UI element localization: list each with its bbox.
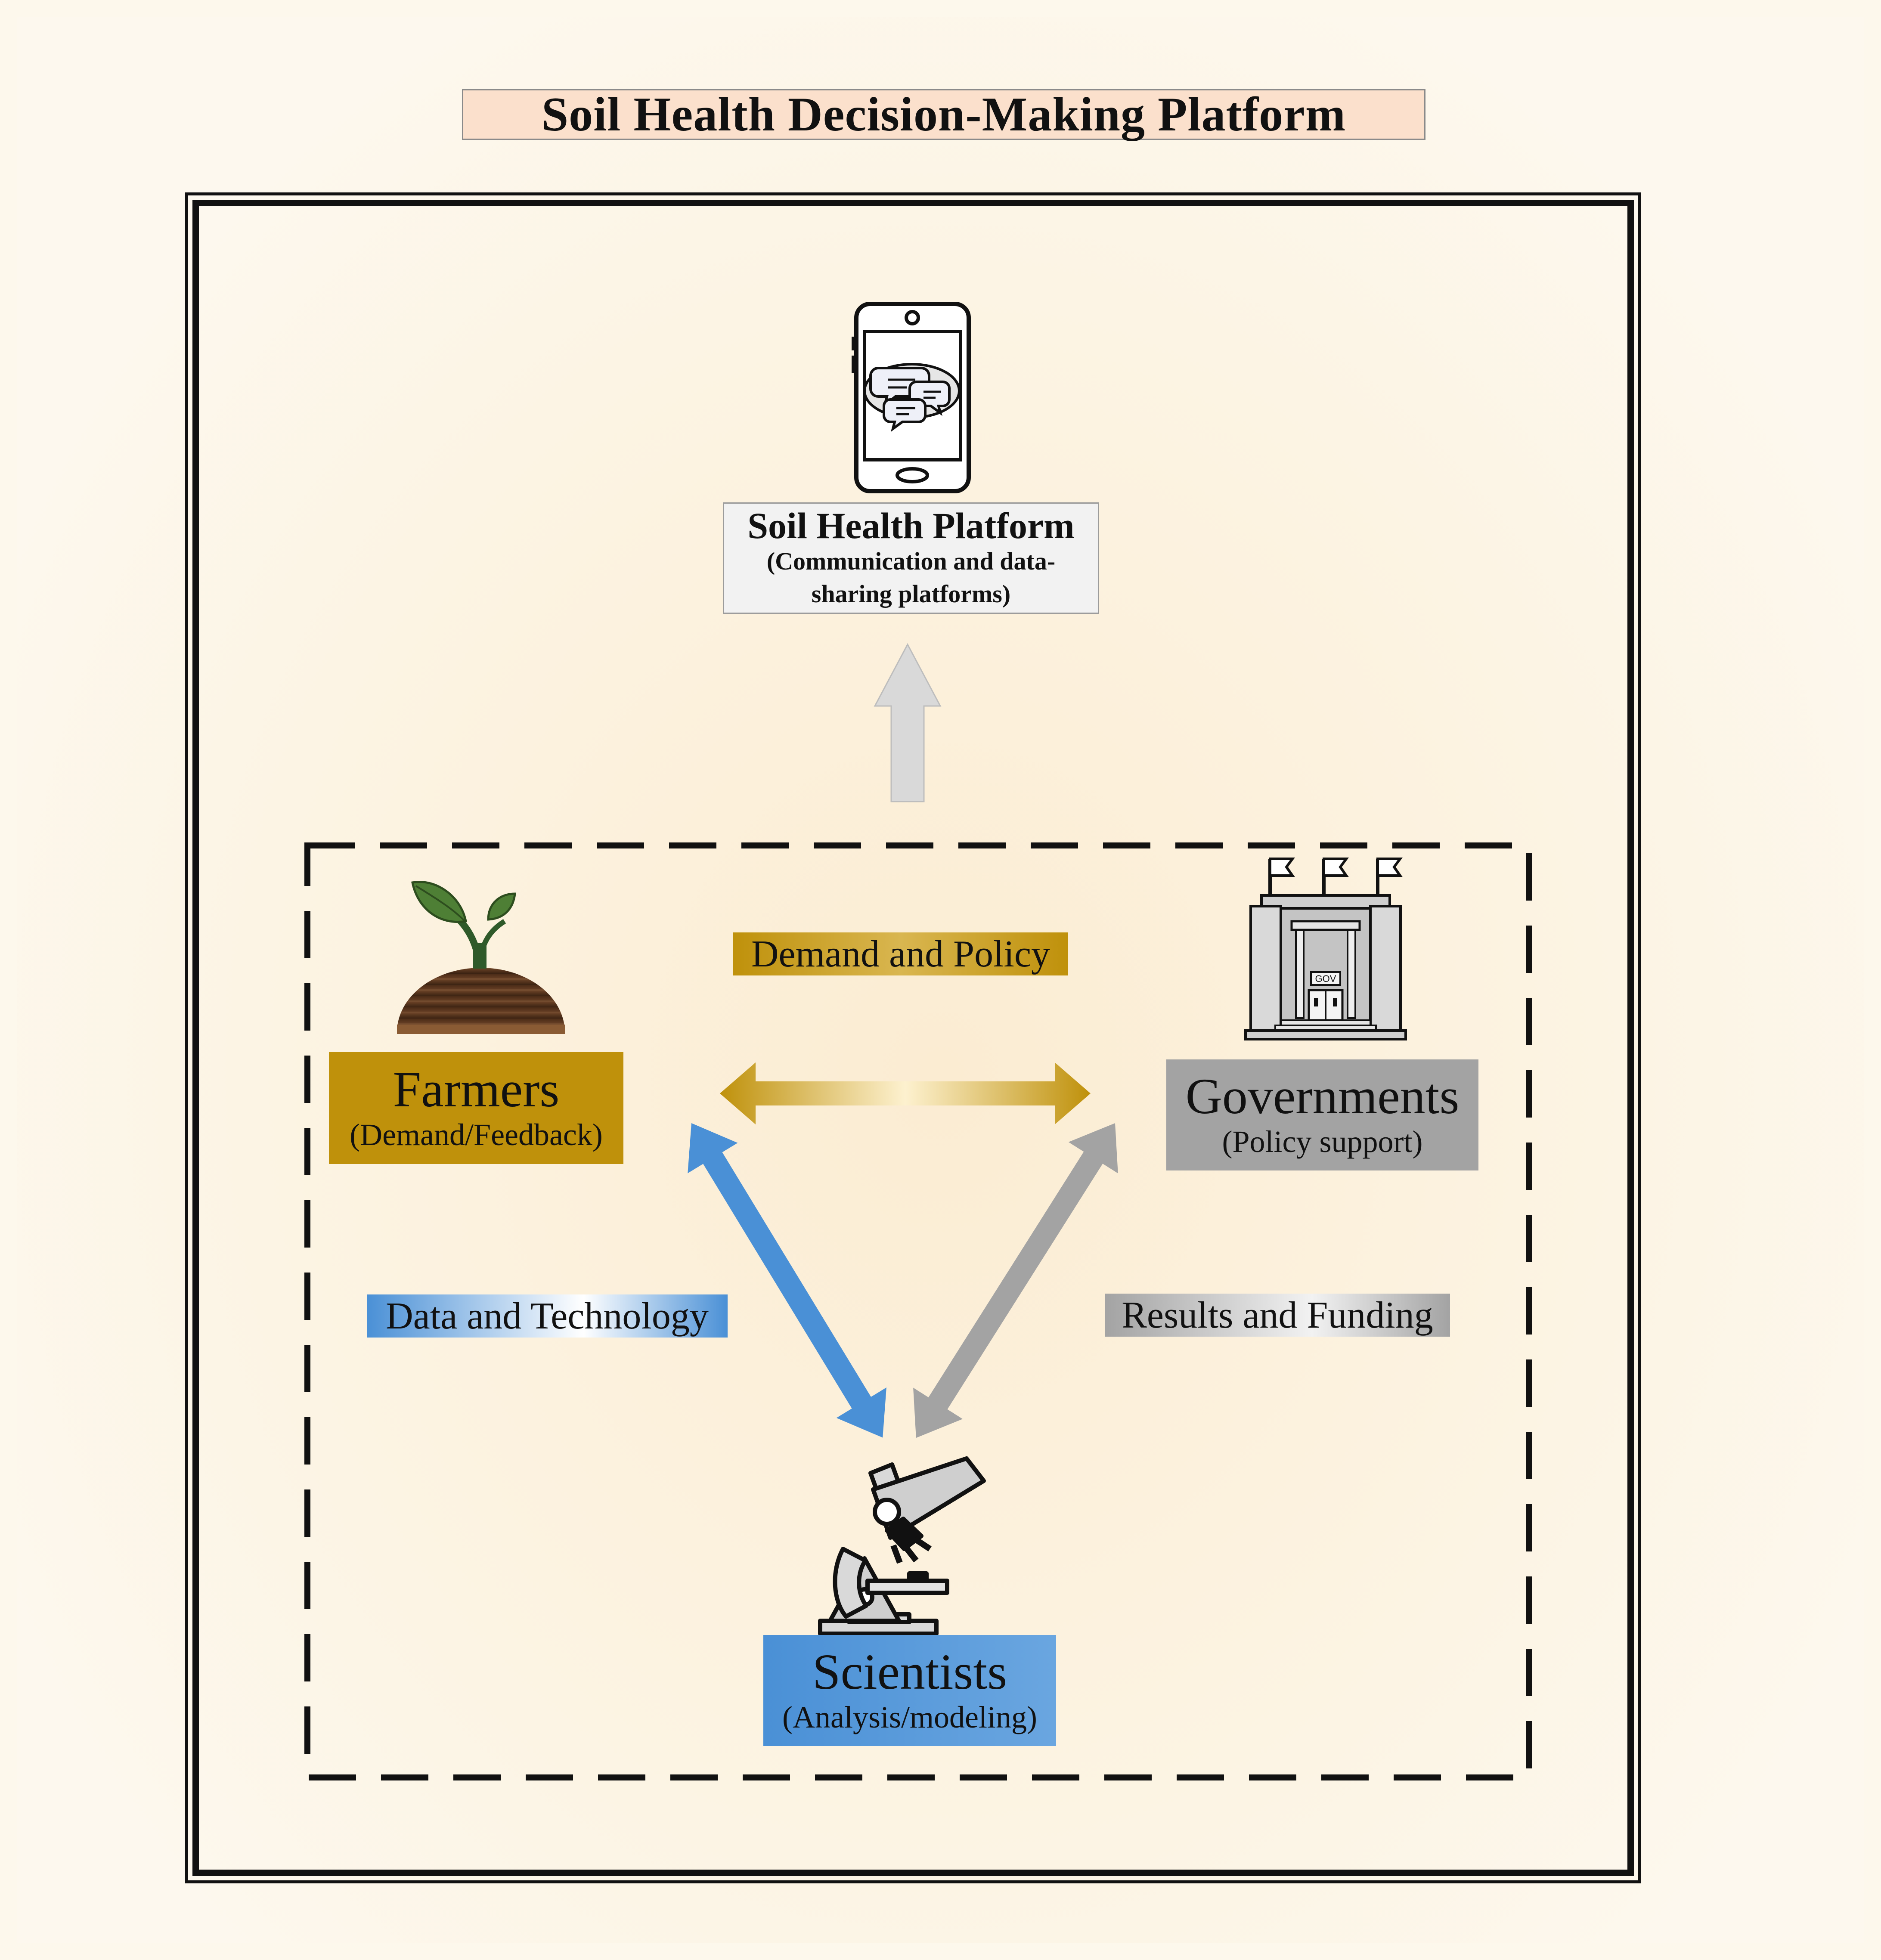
diagram-title: Soil Health Decision-Making Platform <box>462 88 1425 141</box>
scientists-role: (Analysis/modeling) <box>782 1700 1037 1734</box>
farmers-name: Farmers <box>393 1061 560 1118</box>
arrow-to-platform <box>874 643 942 802</box>
stakeholder-boundary <box>304 842 1532 1780</box>
arrow-farmers-governments <box>720 1062 1091 1124</box>
government-building-icon: GOV <box>1244 858 1407 1040</box>
farmers-box: Farmers (Demand/Feedback) <box>329 1052 623 1164</box>
platform-description: (Communication and data-sharing platform… <box>766 547 1056 608</box>
smartphone-chat-icon <box>852 302 971 493</box>
arrow-governments-scientists <box>913 1123 1118 1438</box>
relation-results-funding: Results and Funding <box>1105 1294 1450 1337</box>
seedling-soil-icon <box>397 881 565 1034</box>
arrow-farmers-scientists <box>688 1123 886 1438</box>
governments-box: Governments (Policy support) <box>1166 1059 1478 1170</box>
microscope-icon <box>818 1456 986 1636</box>
scientists-name: Scientists <box>812 1643 1007 1700</box>
gov-sign-text: GOV <box>1315 973 1336 984</box>
governments-name: Governments <box>1185 1068 1460 1124</box>
inner-frame <box>192 200 1634 1876</box>
soil-health-platform-box: Soil Health Platform (Communication and … <box>723 502 1099 614</box>
relation-demand-policy: Demand and Policy <box>733 932 1068 975</box>
platform-name: Soil Health Platform <box>747 505 1075 546</box>
scientists-box: Scientists (Analysis/modeling) <box>763 1635 1056 1746</box>
outer-frame <box>185 192 1641 1883</box>
relation-data-technology: Data and Technology <box>367 1294 728 1338</box>
farmers-role: (Demand/Feedback) <box>350 1117 603 1152</box>
governments-role: (Policy support) <box>1222 1124 1423 1159</box>
